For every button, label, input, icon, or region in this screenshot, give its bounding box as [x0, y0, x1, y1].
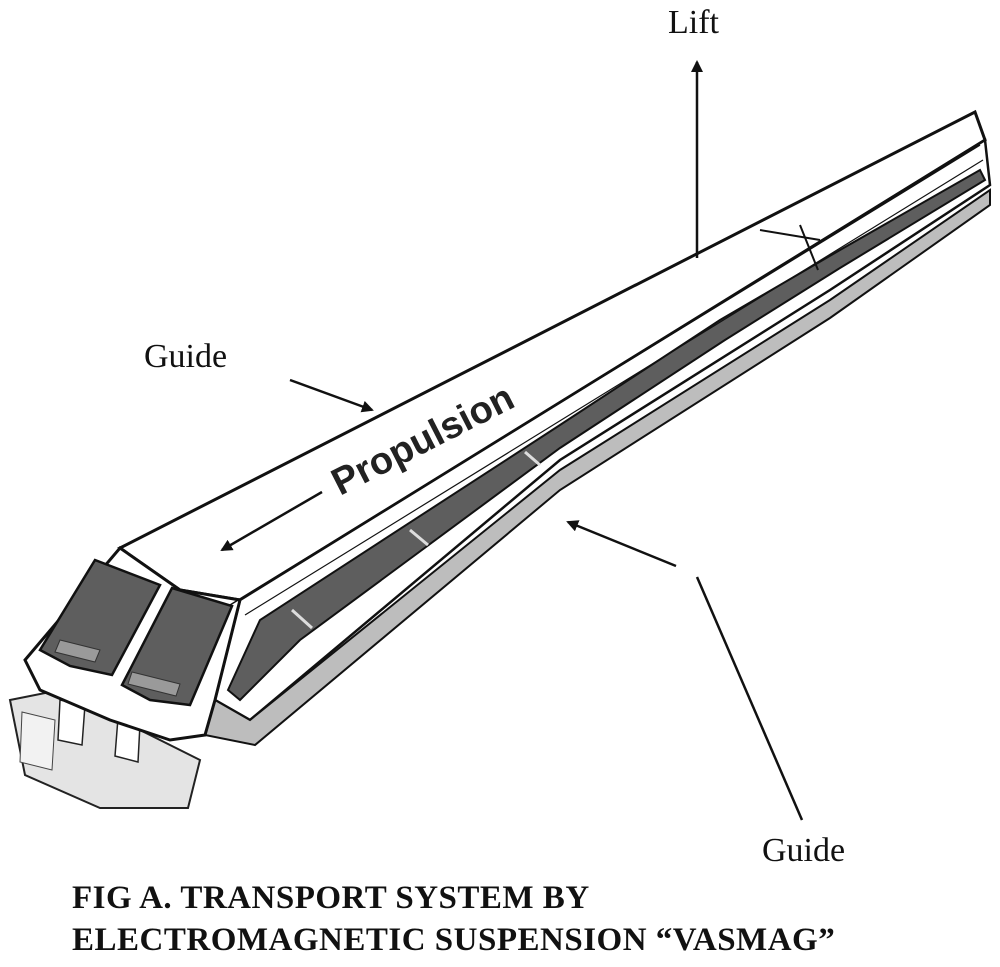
- guide-bottom-leader: [697, 577, 802, 820]
- figure-caption-line-2: ELECTROMAGNETIC SUSPENSION “VASMAG”: [72, 922, 835, 959]
- train-body: [25, 112, 990, 745]
- guide-bottom-arrow: [568, 522, 676, 566]
- figure-caption-line-1: FIG A. TRANSPORT SYSTEM BY: [72, 880, 590, 917]
- lift-label: Lift: [668, 4, 719, 42]
- guide-top-arrow: [290, 380, 372, 410]
- guide-bottom-label: Guide: [762, 832, 845, 870]
- guide-top-label: Guide: [144, 338, 227, 376]
